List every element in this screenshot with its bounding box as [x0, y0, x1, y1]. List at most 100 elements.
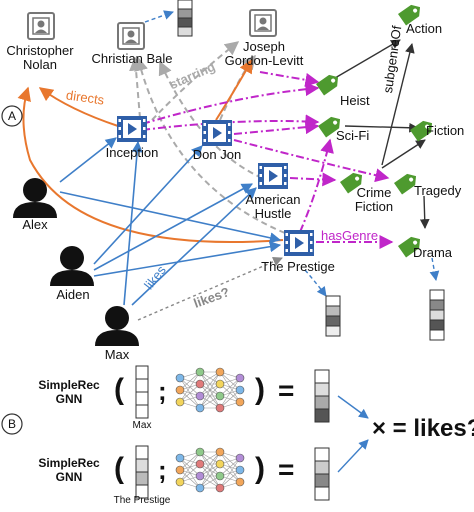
label-crime-fiction: Crime Fiction	[352, 186, 396, 214]
label-american-hustle: American Hustle	[236, 193, 310, 221]
arrow-max-to-result	[337, 395, 369, 419]
label-heist: Heist	[340, 93, 370, 108]
nn-connection	[179, 371, 201, 403]
nn-node	[175, 397, 185, 407]
nn-node	[195, 447, 205, 457]
nn-node	[175, 373, 185, 383]
label-drama: Drama	[413, 245, 453, 260]
edge-drama-embedding	[429, 257, 440, 281]
edge-crime-action	[381, 43, 415, 166]
result-likes-predicted: × = likes?	[372, 415, 474, 442]
nn-node	[235, 477, 245, 487]
user-icon-alex	[13, 178, 57, 218]
nn-node	[195, 367, 205, 377]
input-label-max: Max	[132, 420, 152, 431]
edge-jgl-heist	[259, 71, 320, 87]
film-icon-donjon	[202, 120, 232, 146]
equals-row2: =	[278, 454, 295, 485]
nn-node	[175, 465, 185, 475]
nn-node	[235, 465, 245, 475]
subgenre-edges	[334, 39, 430, 229]
label-inception: Inception	[105, 145, 159, 160]
tag-icon-crime-fiction	[340, 172, 363, 194]
edge-inception-nolan	[38, 87, 119, 127]
edge-inception-bale	[129, 56, 144, 119]
model-label-row2-line1: SimpleRec	[38, 456, 100, 470]
input-label-the-prestige: The Prestige	[113, 495, 171, 506]
actor-portrait-icon-jgl	[249, 9, 277, 37]
model-label-row1-line2: GNN	[55, 392, 83, 406]
embedding-arrows	[144, 10, 440, 297]
tag-icon-fiction	[410, 120, 433, 142]
label-alex: Alex	[22, 217, 48, 232]
nn-connection	[219, 377, 241, 409]
nn-node	[215, 483, 225, 493]
output-vector-max	[314, 369, 330, 423]
marker-b: B	[7, 417, 16, 431]
edge-scifi-fiction	[344, 122, 419, 133]
edge-donjon-jgl-direct	[215, 58, 253, 121]
output-vector-prestige	[314, 447, 330, 501]
edge-donjon-scifi	[233, 120, 320, 135]
marker-a-circle	[1, 105, 23, 127]
nn-node	[235, 385, 245, 395]
edge-crime-fiction	[381, 139, 426, 169]
edge-aiden-donjon	[93, 145, 203, 265]
nn-node	[215, 459, 225, 469]
film-icon-american-hustle	[258, 163, 288, 189]
embedding-vector-prestige	[325, 295, 341, 337]
label-jgl-line2: Gordon-Levitt	[224, 53, 304, 68]
nn-connection	[179, 451, 201, 471]
embedding-vector-bale	[177, 0, 193, 37]
nn-node	[195, 391, 205, 401]
edge-prestige-bale	[134, 56, 286, 234]
label-christian-bale: Christian Bale	[91, 51, 173, 66]
nn-node	[195, 459, 205, 469]
close-paren-row1: )	[255, 373, 265, 406]
edge-inception-jgl	[151, 41, 240, 121]
tag-icon-drama	[398, 236, 421, 258]
actor-portrait-icon-bale	[117, 22, 145, 50]
nn-node	[215, 379, 225, 389]
label-american-line1: American	[245, 192, 301, 207]
film-icon-prestige	[284, 230, 314, 256]
edge-american-crime	[289, 172, 337, 187]
label-crime-line1: Crime	[356, 185, 392, 200]
nn-node	[215, 447, 225, 457]
label-action: Action	[406, 21, 443, 36]
nn-node	[235, 397, 245, 407]
tag-icon-scifi	[318, 116, 341, 138]
nn-node	[215, 367, 225, 377]
model-label-row1-line1: SimpleRec	[38, 378, 100, 392]
edge-aiden-american	[93, 183, 253, 271]
nn-connection	[179, 371, 201, 391]
label-fiction: Fiction	[426, 123, 465, 138]
has-genre-edges	[141, 71, 394, 249]
semicolon-row2: ;	[158, 455, 167, 485]
nn-node	[215, 403, 225, 413]
neural-network-icon-2	[175, 447, 245, 493]
edge-heist-action	[334, 39, 401, 79]
likes-edges	[59, 137, 282, 306]
edge-bale-embedding	[144, 10, 174, 23]
nn-connection	[219, 457, 241, 477]
nn-node	[235, 453, 245, 463]
label-christopher-nolan: Christopher Nolan	[0, 44, 80, 72]
user-icon-aiden	[50, 246, 94, 286]
equals-row1: =	[278, 375, 295, 406]
combine-arrows	[337, 395, 369, 473]
nn-node	[195, 403, 205, 413]
edge-prestige-embedding	[304, 269, 327, 297]
tag-icon-tragedy	[394, 173, 417, 195]
tag-icon-heist	[316, 74, 339, 96]
nn-node	[195, 471, 205, 481]
edge-tragedy-drama	[419, 195, 430, 229]
nn-connection	[199, 451, 221, 477]
relation-label-hasgenre: hasGenre	[321, 228, 379, 243]
actor-portrait-icon-nolan	[27, 12, 55, 40]
label-nolan-line2: Nolan	[23, 57, 57, 72]
close-paren-row2: )	[255, 452, 265, 485]
model-label-row1: SimpleRec GNN	[36, 378, 102, 406]
nn-connection	[219, 457, 241, 489]
directs-edges	[17, 58, 284, 243]
